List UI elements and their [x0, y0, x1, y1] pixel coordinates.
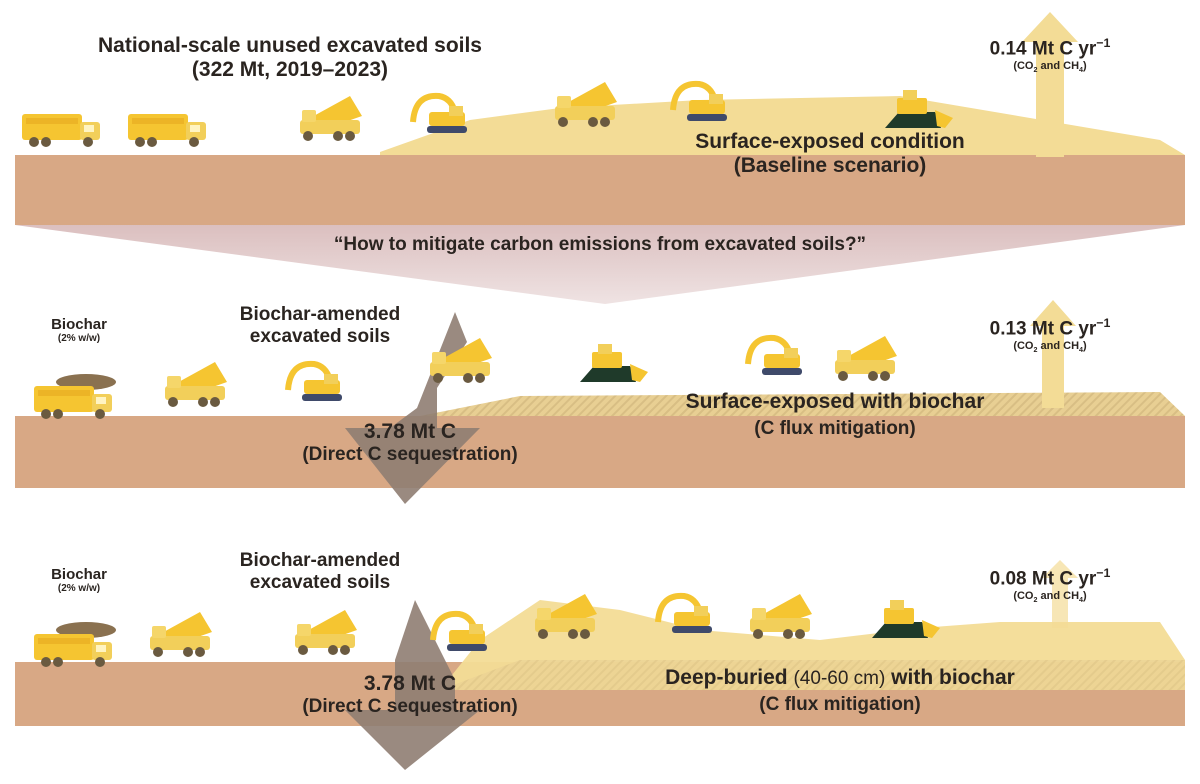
tipping-truck-icon: [750, 594, 812, 639]
emission-unit-sup: −1: [1096, 36, 1111, 50]
emission-arrow-up-icon: [1042, 560, 1078, 628]
emission-arrow-up-icon: [1022, 12, 1078, 157]
amended-line-1: Biochar-amended: [239, 550, 401, 571]
emission-value: 0.13 Mt C yr: [989, 318, 1097, 340]
emission-label-3: 0.08 Mt C yr−1 (CO2 and CH4): [955, 566, 1145, 605]
biochar-topsoil-hatched: [420, 392, 1185, 416]
bulldozer-icon: [872, 600, 940, 638]
scenario-label-deep-buried: Deep-buried (40-60 cm) with biochar (C f…: [580, 666, 1100, 716]
excavator-icon: [650, 592, 720, 642]
emission-value: 0.14 Mt C yr: [989, 38, 1097, 60]
topsoil-mound-buried: [440, 600, 1185, 690]
emission-label-2: 0.13 Mt C yr−1 (CO2 and CH4): [955, 316, 1145, 355]
emission-gases: (CO2 and CH4): [1013, 590, 1087, 605]
sequestration-value: 3.78 Mt C: [363, 672, 457, 695]
biochar-label: Biochar (2% w/w): [24, 316, 134, 345]
scenario-line-2: (Baseline scenario): [733, 154, 927, 178]
question-funnel: [15, 225, 1185, 304]
sequestration-value: 3.78 Mt C: [363, 420, 457, 443]
title-line-2: (322 Mt, 2019–2023): [191, 58, 389, 82]
amended-line-2: excavated soils: [249, 325, 391, 347]
scenario-label-surface-biochar: Surface-exposed with biochar (C flux mit…: [600, 390, 1070, 440]
amended-soils-label: Biochar-amended excavated soils: [180, 550, 460, 594]
biochar-text: Biochar: [51, 566, 107, 583]
biochar-rate: (2% w/w): [57, 333, 101, 345]
biochar-label: Biochar (2% w/w): [24, 566, 134, 595]
burial-depth: (40-60 cm): [793, 668, 886, 689]
emission-arrow-up-icon: [1030, 300, 1076, 408]
scenario-line-1: Surface-exposed with biochar: [685, 390, 985, 413]
panel-1-title: National-scale unused excavated soils (3…: [30, 34, 550, 82]
scenario-line-1: Deep-buried (40-60 cm) with biochar: [665, 666, 1015, 689]
emission-gases: (CO2 and CH4): [1013, 340, 1087, 355]
scenario-label-baseline: Surface-exposed condition (Baseline scen…: [640, 130, 1020, 178]
question-text: “How to mitigate carbon emissions from e…: [333, 234, 867, 255]
amended-soils-label: Biochar-amended excavated soils: [180, 304, 460, 348]
excavator-icon: [425, 610, 495, 660]
biochar-text: Biochar: [51, 316, 107, 333]
biochar-truck-icon: [34, 374, 116, 419]
emission-unit-sup: −1: [1096, 316, 1111, 330]
emission-unit-sup: −1: [1096, 566, 1111, 580]
tipping-truck-icon: [295, 610, 357, 655]
scenario-line-2: (C flux mitigation): [754, 418, 916, 440]
emission-gases: (CO2 and CH4): [1013, 60, 1087, 75]
title-line-1: National-scale unused excavated soils: [98, 34, 482, 57]
sequestration-label: 3.78 Mt C (Direct C sequestration): [245, 672, 575, 718]
amended-line-2: excavated soils: [249, 571, 391, 593]
emission-label-1: 0.14 Mt C yr−1 (CO2 and CH4): [955, 36, 1145, 75]
scenario-line-2: (C flux mitigation): [759, 694, 921, 716]
soil-layer: [15, 416, 1185, 488]
tipping-truck-icon: [150, 612, 212, 657]
biochar-truck-icon: [34, 622, 116, 667]
emission-value: 0.08 Mt C yr: [989, 568, 1097, 590]
biochar-rate: (2% w/w): [57, 583, 101, 595]
tipping-truck-icon: [535, 594, 597, 639]
sequestration-label: 3.78 Mt C (Direct C sequestration): [245, 420, 575, 466]
scenario-line-1: Surface-exposed condition: [695, 130, 965, 153]
amended-line-1: Biochar-amended: [239, 304, 401, 325]
sequestration-text: (Direct C sequestration): [302, 444, 518, 466]
soil-layer: [15, 155, 1185, 225]
sequestration-text: (Direct C sequestration): [302, 696, 518, 718]
sequestration-arrow-down-icon: [345, 600, 480, 770]
